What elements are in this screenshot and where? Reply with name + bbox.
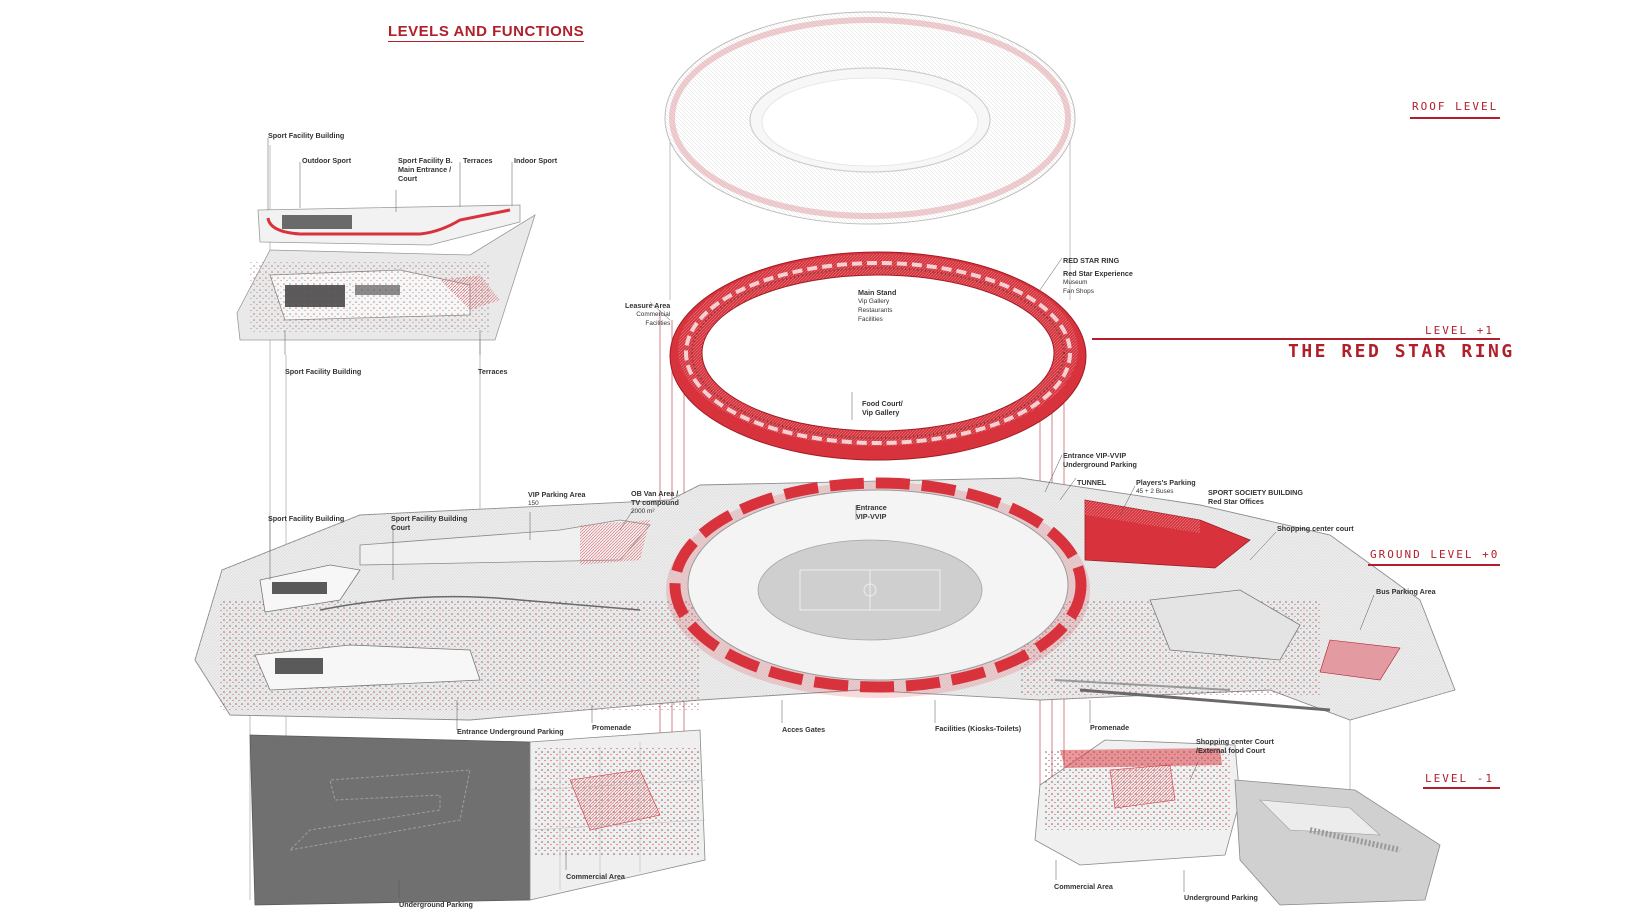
label-commercial-area-left: Commercial Area	[566, 872, 625, 881]
label-bus-parking: Bus Parking Area	[1376, 587, 1436, 596]
level-plus1-underline	[1092, 338, 1500, 340]
label-terraces-top: Terraces	[463, 156, 493, 165]
level-minus1-underline	[1423, 787, 1500, 789]
label-entrance-underground-parking: Entrance Underground Parking	[457, 727, 564, 736]
level-minus1-left-drawing	[249, 729, 706, 906]
label-underground-parking-left: Underground Parking	[399, 900, 473, 909]
red-star-ring-drawing	[669, 251, 1087, 461]
label-indoor-sport: Indoor Sport	[514, 156, 558, 165]
roof-level-underline	[1410, 117, 1500, 119]
label-ground-sport-facility-building: Sport Facility Building	[268, 514, 345, 523]
label-commercial-area-right: Commercial Area	[1054, 882, 1113, 891]
label-entrance-vip-parking: Entrance VIP-VVIP Underground Parking	[1063, 451, 1137, 469]
label-terraces-bottom: Terraces	[478, 367, 508, 376]
label-promenade-right: Promenade	[1090, 723, 1130, 732]
leader-lines	[267, 138, 1375, 898]
label-main-stand: Main Stand Vip Gallery Restaurants Facil…	[858, 288, 897, 323]
label-sport-facility-building-top: Sport Facility Building	[268, 131, 345, 140]
level-minus1-label: LEVEL -1	[1425, 772, 1494, 785]
label-red-star-ring: RED STAR RING	[1063, 256, 1120, 265]
sport-facility-block-drawing	[236, 204, 536, 341]
label-entrance-vip-vvip: Entrance VIP-VVIP	[856, 503, 887, 521]
label-promenade-left: Promenade	[592, 723, 632, 732]
label-underground-parking-right: Underground Parking	[1184, 893, 1258, 902]
roof-level-drawing	[664, 11, 1076, 225]
label-facilities: Facilities (Kiosks-Toilets)	[935, 724, 1022, 733]
label-sport-facility-court: Sport Facility Building Court	[391, 514, 468, 532]
ground-level-label: GROUND LEVEL +0	[1370, 548, 1500, 561]
label-acces-gates: Acces Gates	[782, 725, 826, 734]
level-minus1-right-drawing	[1034, 739, 1441, 906]
ground-level-underline	[1368, 564, 1500, 566]
roof-level-label: ROOF LEVEL	[1412, 100, 1499, 113]
label-red-star-experience: Red Star Experience Museum Fan Shops	[1063, 269, 1133, 295]
label-vip-parking: VIP Parking Area 150	[528, 490, 586, 507]
ground-level-drawing	[194, 477, 1456, 721]
label-tunnel: TUNNEL	[1077, 478, 1107, 487]
label-food-court: Food Court/ Vip Gallery	[862, 399, 903, 417]
label-outdoor-sport: Outdoor Sport	[302, 156, 352, 165]
label-shopping-external-food-court: Shopping center Court /External food Cou…	[1196, 737, 1274, 755]
label-main-entrance: Sport Facility B. Main Entrance / Court	[398, 156, 453, 183]
label-shopping-center-court: Shopping center court	[1277, 524, 1354, 533]
label-leasure-area: Leasure Area Commercial Facilities	[625, 301, 671, 327]
label-ob-van-area: OB Van Area / TV compound 2000 m²	[631, 489, 679, 515]
label-players-parking: Players's Parking 45 + 2 Buses	[1136, 478, 1196, 495]
level-plus1-label: LEVEL +1	[1425, 324, 1494, 337]
label-sport-society-building: SPORT SOCIETY BUILDING Red Star Offices	[1208, 488, 1303, 506]
label-sport-facility-building-bottom: Sport Facility Building	[285, 367, 362, 376]
ring-title: THE RED STAR RING	[1288, 341, 1515, 362]
page-title: LEVELS AND FUNCTIONS	[388, 23, 585, 42]
